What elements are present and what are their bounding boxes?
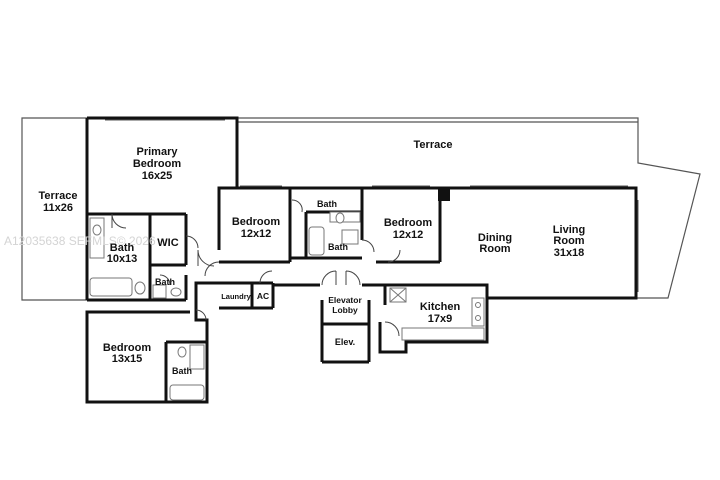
- sink-primary: [92, 224, 102, 236]
- door-lobby-left: [321, 270, 337, 286]
- label-elevator: Elev.: [335, 337, 355, 347]
- door-half-bath: [159, 274, 171, 286]
- vanity-bath-lower: [341, 229, 359, 245]
- door-kitchen: [384, 321, 400, 337]
- label-bath-upper: Bath: [317, 199, 337, 209]
- fixtures: [89, 211, 485, 401]
- door-wic: [185, 235, 199, 249]
- tub-primary: [89, 277, 133, 297]
- door-lobby-right: [345, 270, 361, 286]
- wall-kitchen-top: [385, 283, 489, 288]
- label-elevator-lobby-2: Lobby: [332, 305, 358, 315]
- size-bedroom-3: 12x12: [393, 229, 424, 241]
- label-primary-bath: Bath: [110, 242, 135, 254]
- label-bedroom-4: Bedroom: [103, 342, 152, 354]
- wall-corridor-bottom: [194, 281, 219, 290]
- label-laundry: Laundry: [221, 292, 251, 301]
- fridge-x2: [389, 287, 407, 303]
- label-wic: WIC: [157, 237, 178, 249]
- burner-1: [475, 302, 481, 308]
- door-bedroom2: [204, 261, 220, 277]
- vanity-bottom: [189, 344, 205, 370]
- wall-bedroom2-outer: [217, 186, 362, 250]
- size-primary-bath: 10x13: [107, 253, 138, 265]
- door-bedroom4: [195, 309, 207, 321]
- label-bedroom-3: Bedroom: [384, 217, 433, 229]
- wall-primary-outer: [87, 116, 239, 188]
- walls: [85, 116, 638, 404]
- size-terrace-left: 11x26: [43, 202, 73, 214]
- tub-bath-lower: [308, 226, 325, 256]
- label-bath-lower: Bath: [328, 242, 348, 252]
- size-living: 31x18: [554, 247, 585, 259]
- label-terrace-left: Terrace: [39, 190, 78, 202]
- terrace-top-outline: [237, 117, 701, 299]
- door-primary-bath: [111, 213, 127, 229]
- toilet-bath-upper: [335, 212, 345, 224]
- toilet-primary: [134, 281, 146, 295]
- toilet-half: [170, 287, 182, 297]
- label-primary-bedroom-2: Bedroom: [133, 158, 182, 170]
- label-living-2: Room: [553, 235, 584, 247]
- label-bedroom-2: Bedroom: [232, 216, 281, 228]
- doors: [111, 199, 401, 337]
- label-dining-1: Dining: [478, 232, 512, 244]
- door-bath-upper: [291, 199, 303, 213]
- size-kitchen: 17x9: [428, 313, 452, 325]
- room-labels: Terrace 11x26 Terrace Primary Bedroom 16…: [39, 139, 586, 376]
- label-terrace-top: Terrace: [414, 139, 453, 151]
- burner-2: [475, 315, 481, 321]
- wall-living-outer: [440, 186, 638, 300]
- size-bedroom-2: 12x12: [241, 228, 272, 240]
- door-primary-hall: [197, 249, 215, 267]
- terrace-outlines: [21, 117, 701, 301]
- door-ac: [259, 270, 273, 284]
- vanity-bath-upper: [329, 211, 361, 223]
- shower-half: [152, 284, 167, 299]
- size-bedroom-4: 13x15: [112, 353, 143, 365]
- watermark: A12035638 SEFMLS© 2026: [4, 234, 156, 248]
- wall-kitchen-outer: [378, 298, 489, 354]
- counter-kitchen: [401, 327, 485, 341]
- door-bath-lower: [361, 239, 375, 253]
- column: [438, 189, 450, 201]
- label-dining-2: Room: [479, 243, 510, 255]
- tub-bottom: [169, 384, 205, 401]
- wall-bedroom4-outer: [85, 290, 209, 404]
- label-elevator-lobby-1: Elevator: [328, 295, 362, 305]
- toilet-bottom: [177, 346, 187, 358]
- label-living-1: Living: [553, 224, 585, 236]
- label-kitchen: Kitchen: [420, 301, 461, 313]
- windows: [105, 119, 639, 292]
- terrace-left-outline: [21, 117, 87, 301]
- label-half-bath: Bath: [155, 277, 175, 287]
- label-bath-bottom: Bath: [172, 366, 192, 376]
- size-primary-bedroom: 16x25: [142, 170, 173, 182]
- door-bedroom3: [387, 249, 401, 263]
- label-primary-bedroom-1: Primary: [137, 146, 179, 158]
- label-ac: AC: [257, 291, 269, 301]
